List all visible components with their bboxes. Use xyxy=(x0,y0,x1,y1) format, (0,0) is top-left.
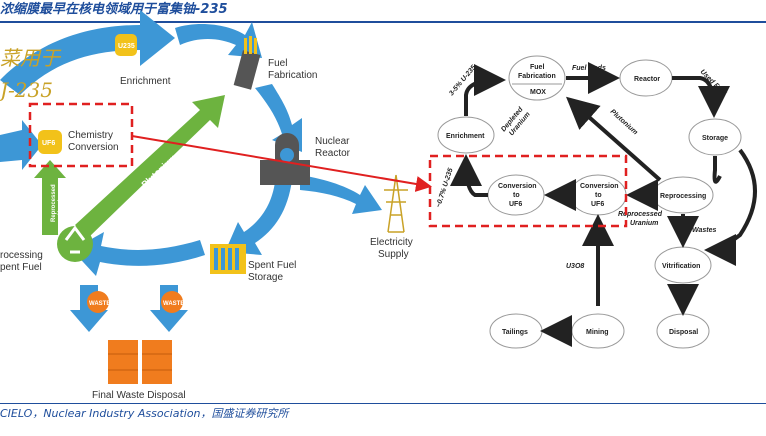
reprocessing-label-1: rocessing xyxy=(0,250,43,261)
waste-badge-1-icon xyxy=(87,291,109,313)
waste-drums-icon xyxy=(108,340,172,384)
node-mining-text: Mining xyxy=(586,329,609,336)
cycle-arrow-bottom xyxy=(72,232,205,276)
edge-u235-07: ~0.7% U-235 xyxy=(435,167,454,208)
node-reprocessing-text: Reprocessing xyxy=(660,193,706,200)
arrow-enrichment-fabrication xyxy=(464,64,506,116)
node-conversion-right-text-2: to xyxy=(595,192,602,199)
plutonium-arrow xyxy=(75,95,225,238)
cn-overlay-line-1: 菜用于 xyxy=(0,46,62,70)
edge-plutonium: Plutonium xyxy=(609,108,639,136)
cycle-arrow-lower-right xyxy=(225,180,292,255)
node-fuel-fabrication-text-1: Fuel xyxy=(530,64,544,71)
right-flow-diagram: Fuel Fabrication MOX Reactor Enrichment … xyxy=(428,55,757,349)
title-divider xyxy=(0,21,766,23)
electricity-arrow xyxy=(300,175,382,214)
nuclear-reactor-label-1: Nuclear xyxy=(315,136,350,147)
reprocessed-uranium-label-2: Uranium xyxy=(58,191,64,215)
node-tailings-text: Tailings xyxy=(502,329,528,336)
spent-fuel-storage-label-1: Spent Fuel xyxy=(248,260,296,271)
footer-divider xyxy=(0,403,766,404)
arrow-reactor-storage xyxy=(672,76,730,118)
node-mining xyxy=(571,313,625,349)
electricity-supply-label-2: Supply xyxy=(378,249,409,260)
enrichment-label: Enrichment xyxy=(120,76,171,87)
cycle-arrow-top xyxy=(0,10,175,95)
edge-fuel-rods: Fuel Rods xyxy=(572,65,606,72)
spent-fuel-storage-icon xyxy=(210,244,246,274)
page-title: 浓缩膜最早在核电领域用于富集铀-235 xyxy=(0,2,228,17)
recycle-icon xyxy=(57,225,93,262)
node-fuel-fabrication-text-2: Fabrication xyxy=(518,73,556,80)
chemistry-conversion-label-2: Conversion xyxy=(68,142,119,153)
node-disposal-text: Disposal xyxy=(669,329,698,336)
spent-fuel-storage-label-2: Storage xyxy=(248,272,283,283)
uf6-top-label: U235 xyxy=(118,43,135,50)
node-storage-text: Storage xyxy=(702,135,728,142)
left-cycle-diagram: Plutonium Reprocessed Uranium U235 Enric… xyxy=(0,10,413,401)
node-fuel-fabrication xyxy=(508,55,566,101)
node-conversion-left-text-3: UF6 xyxy=(509,201,522,208)
node-vitrification-text: Vitrification xyxy=(662,263,700,270)
reprocessed-uranium-label-1: Reprocessed xyxy=(51,184,57,222)
edge-u3o8: U3O8 xyxy=(566,263,584,270)
nuclear-reactor-icon xyxy=(260,133,310,185)
chemistry-conversion-label-1: Chemistry xyxy=(68,130,113,141)
fuel-fabrication-label-1: Fuel xyxy=(268,58,287,69)
arrow-conversion-enrichment xyxy=(450,154,488,197)
cycle-arrow-left xyxy=(0,120,42,170)
edge-reprocessed-uranium-1: Reprocessed xyxy=(618,211,663,218)
edge-reprocessed-uranium-2: Uranium xyxy=(630,220,658,227)
arrow-plutonium xyxy=(566,96,662,182)
electricity-supply-label-1: Electricity xyxy=(370,237,413,248)
node-enrichment-text: Enrichment xyxy=(446,133,485,140)
reprocessed-uranium-arrow xyxy=(34,160,66,235)
source-note: CIELO，Nuclear Industry Association，国盛证券研… xyxy=(0,407,289,420)
uf6-canister-top-icon xyxy=(115,34,137,56)
final-waste-disposal-label: Final Waste Disposal xyxy=(92,390,186,401)
arrow-storage-reprocessing xyxy=(712,156,722,184)
edge-wastes: Wastes xyxy=(692,227,716,234)
chemistry-conversion-highlight xyxy=(28,102,134,168)
node-conversion-left-text-1: Conversion xyxy=(498,183,537,190)
waste-badge-2-icon xyxy=(161,291,183,313)
waste-arrow-1 xyxy=(70,285,108,332)
node-storage xyxy=(688,118,742,156)
fuel-fabrication-label-2: Fabrication xyxy=(268,70,317,81)
node-conversion-left-text-2: to xyxy=(513,192,520,199)
electricity-pylon-icon xyxy=(384,174,408,233)
node-enrichment xyxy=(437,116,495,154)
fuel-fabrication-icon xyxy=(233,36,261,90)
cycle-arrow-upper-right xyxy=(175,22,262,58)
node-reactor-text: Reactor xyxy=(634,76,660,83)
flow-arrows xyxy=(450,62,757,347)
reprocessing-label-2: pent Fuel xyxy=(0,262,42,273)
uf6-canister-left-icon xyxy=(38,130,62,154)
nuclear-reactor-label-2: Reactor xyxy=(315,148,351,159)
node-conversion-right-text-1: Conversion xyxy=(580,183,619,190)
uf6-left-label: UF6 xyxy=(42,140,55,147)
node-conversion-right-text-3: UF6 xyxy=(591,201,604,208)
arrow-storage-vitrification-bypass xyxy=(704,148,757,266)
node-mox-text: MOX xyxy=(530,89,546,96)
waste-badge-2-label: WASTE xyxy=(163,301,184,307)
highlight-connector-arrow xyxy=(131,135,432,192)
cn-overlay-line-2: J-235 xyxy=(0,78,53,102)
conversion-highlight xyxy=(428,154,628,228)
waste-badge-1-label: WASTE xyxy=(89,301,110,307)
edge-u235-35: 3-5% U-235 xyxy=(448,64,477,97)
